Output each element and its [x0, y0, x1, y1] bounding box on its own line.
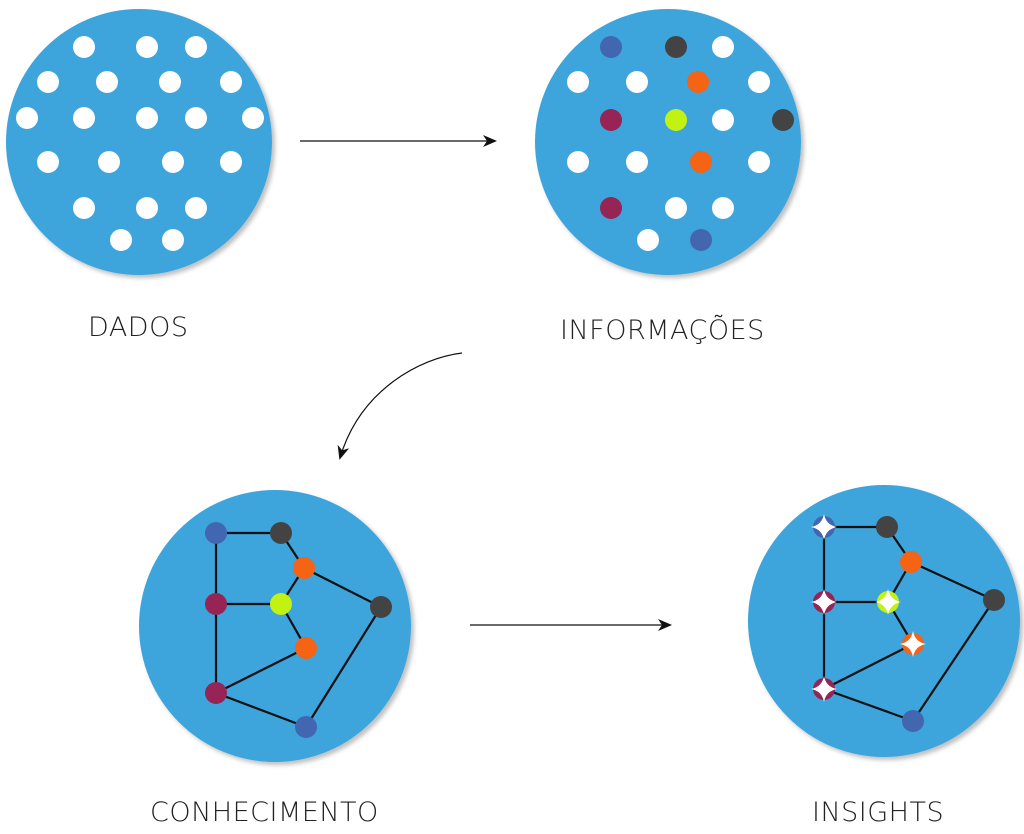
label-insights: INSIGHTS	[812, 797, 945, 828]
dot	[185, 197, 207, 219]
label-informacoes: INFORMAÇÕES	[560, 315, 765, 346]
edge	[910, 560, 995, 602]
dot	[136, 36, 158, 58]
dot-crimson	[600, 109, 622, 131]
edge	[823, 643, 914, 690]
dot	[16, 107, 38, 129]
dot	[626, 71, 648, 93]
dot	[159, 71, 181, 93]
node-dark	[370, 596, 392, 618]
node-crimson	[205, 593, 227, 615]
sparkle-icon	[900, 631, 926, 657]
stage-conhecimento	[139, 490, 411, 762]
dot	[748, 151, 770, 173]
dot	[96, 71, 118, 93]
dot-blue	[690, 229, 712, 251]
node-orange	[900, 551, 922, 573]
node-blue	[295, 716, 317, 738]
node-dark	[983, 589, 1005, 611]
dot	[185, 36, 207, 58]
dot-blue	[600, 36, 622, 58]
node-orange	[295, 637, 317, 659]
sparkle-icon	[875, 589, 901, 615]
insights-sparkles	[811, 514, 926, 702]
stage-insights	[748, 485, 1020, 757]
edge	[215, 691, 307, 729]
label-dados: DADOS	[88, 312, 189, 343]
dot-orange	[687, 71, 709, 93]
dot	[185, 107, 207, 129]
dot-orange	[690, 151, 712, 173]
node-crimson	[205, 682, 227, 704]
dot	[73, 107, 95, 129]
dot	[37, 151, 59, 173]
edge	[912, 599, 995, 722]
label-conhecimento: CONHECIMENTO	[150, 797, 379, 828]
dot	[136, 107, 158, 129]
dot	[567, 151, 589, 173]
dot	[567, 71, 589, 93]
node-blue	[205, 522, 227, 544]
dot	[220, 151, 242, 173]
dot	[665, 197, 687, 219]
dot	[626, 151, 648, 173]
dot	[162, 151, 184, 173]
dot	[73, 197, 95, 219]
node-orange	[293, 557, 315, 579]
node-dark	[270, 522, 292, 544]
edge	[215, 647, 307, 694]
dot	[98, 151, 120, 173]
sparkle-icon	[811, 514, 837, 540]
dot	[712, 36, 734, 58]
dot	[110, 229, 132, 251]
sparkle-icon	[811, 676, 837, 702]
dot	[712, 197, 734, 219]
dot	[712, 109, 734, 131]
stage-dados	[6, 9, 272, 275]
dot	[242, 107, 264, 129]
dot-lime	[665, 109, 687, 131]
stage-informacoes	[535, 9, 801, 275]
edge	[303, 567, 382, 608]
dot-dark	[665, 36, 687, 58]
edge	[305, 606, 382, 728]
dot-dark	[772, 109, 794, 131]
dot	[136, 197, 158, 219]
node-blue	[902, 710, 924, 732]
sparkle-icon	[811, 589, 837, 615]
dot-crimson	[600, 197, 622, 219]
conhecimento-nodes	[205, 522, 392, 738]
dot	[162, 229, 184, 251]
node-dark	[876, 516, 898, 538]
dot	[220, 71, 242, 93]
dot	[73, 36, 95, 58]
edge	[823, 687, 914, 723]
dot	[37, 71, 59, 93]
informacoes-dots	[567, 36, 794, 251]
node-lime	[270, 593, 292, 615]
arrow-informacoes-to-conhecimento	[337, 352, 463, 460]
dot	[748, 71, 770, 93]
dados-dots	[16, 36, 264, 251]
dot	[637, 229, 659, 251]
